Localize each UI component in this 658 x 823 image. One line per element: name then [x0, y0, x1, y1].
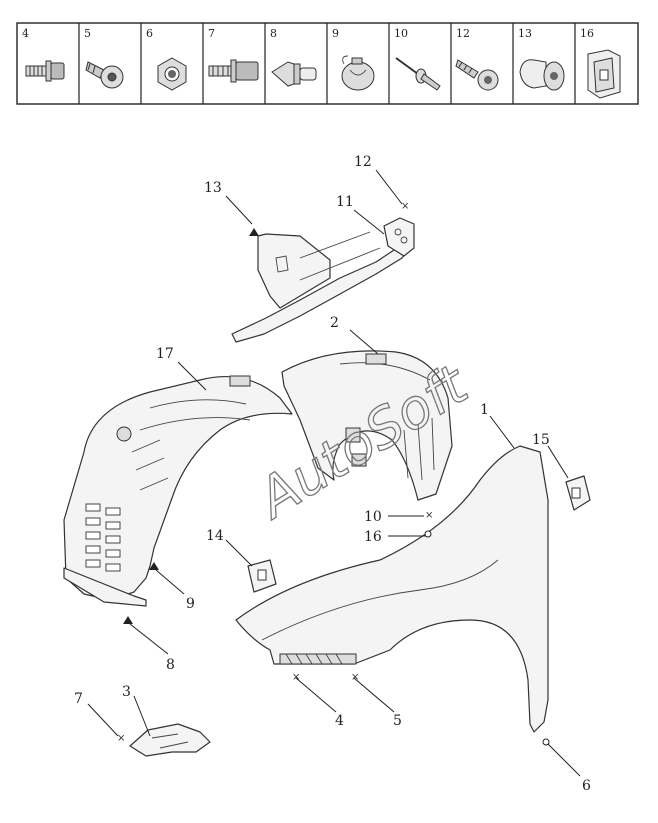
- clip-marker: [249, 228, 259, 236]
- bracket-15-part: [565, 475, 591, 511]
- table-cell-label: 7: [208, 27, 215, 40]
- table-cell-label: 9: [332, 27, 339, 40]
- bolt-marker: ×: [292, 672, 300, 683]
- callout-numbers: 1 2 3 4 5 6 7 8 9 10 11 12 13 14 15 16 1…: [74, 154, 591, 794]
- table-cell-label: 4: [22, 27, 29, 40]
- callout-2: 2: [330, 315, 339, 331]
- callout-8: 8: [166, 657, 175, 673]
- table-cell-label: 10: [394, 27, 408, 40]
- flange-bolt-icon: [208, 59, 259, 83]
- nut-marker: [542, 738, 550, 746]
- front-liner-part: [63, 375, 293, 607]
- u-nut-marker: [424, 530, 432, 538]
- blind-rivet-icon: [395, 57, 441, 91]
- callout-7: 7: [74, 691, 83, 707]
- tapping-screw-icon: [455, 59, 499, 91]
- callout-10: 10: [364, 509, 382, 525]
- clip-marker: [149, 562, 159, 570]
- table-cell-label: 8: [270, 27, 277, 40]
- callout-12: 12: [354, 154, 372, 170]
- table-cell-label: 12: [456, 27, 470, 40]
- screw-marker: ×: [401, 201, 409, 212]
- lower-bracket-part: [129, 723, 211, 757]
- callout-3: 3: [122, 684, 131, 700]
- fastener-markers: × × × × ×: [117, 201, 550, 746]
- rivet-marker: ×: [425, 510, 433, 521]
- callout-9: 9: [186, 596, 195, 612]
- callout-1: 1: [480, 402, 489, 418]
- callout-4: 4: [335, 713, 344, 729]
- flange-bolt-icon: [25, 60, 65, 82]
- bolt-marker: ×: [117, 733, 125, 744]
- plastic-clip-icon: [341, 55, 375, 91]
- callout-11: 11: [336, 194, 354, 210]
- push-clip-icon: [271, 61, 317, 87]
- callout-14: 14: [206, 528, 224, 544]
- table-cell-label: 16: [580, 27, 594, 40]
- fastener-table: 4 5 6 7 8 9 10 12 13 16: [16, 22, 639, 105]
- bracket-14-part: [247, 559, 277, 593]
- table-cell-label: 13: [518, 27, 532, 40]
- table-cell-label: 6: [146, 27, 153, 40]
- rear-liner-part: [281, 350, 453, 501]
- hex-nut-icon: [157, 57, 187, 91]
- clip-marker: [123, 616, 133, 624]
- callout-17: 17: [156, 346, 174, 362]
- callout-15: 15: [532, 432, 550, 448]
- upper-bracket-part: [231, 217, 415, 343]
- callout-16: 16: [364, 529, 382, 545]
- table-cell-label: 5: [84, 27, 91, 40]
- screw-marker: ×: [351, 672, 359, 683]
- u-nut-icon: [587, 49, 621, 99]
- leader-lines: [87, 169, 581, 777]
- fender-part: [235, 445, 549, 733]
- callout-13: 13: [204, 180, 222, 196]
- callout-5: 5: [393, 713, 402, 729]
- torx-screw-icon: [85, 61, 124, 89]
- expansion-clip-icon: [519, 59, 565, 91]
- callout-6: 6: [582, 778, 591, 794]
